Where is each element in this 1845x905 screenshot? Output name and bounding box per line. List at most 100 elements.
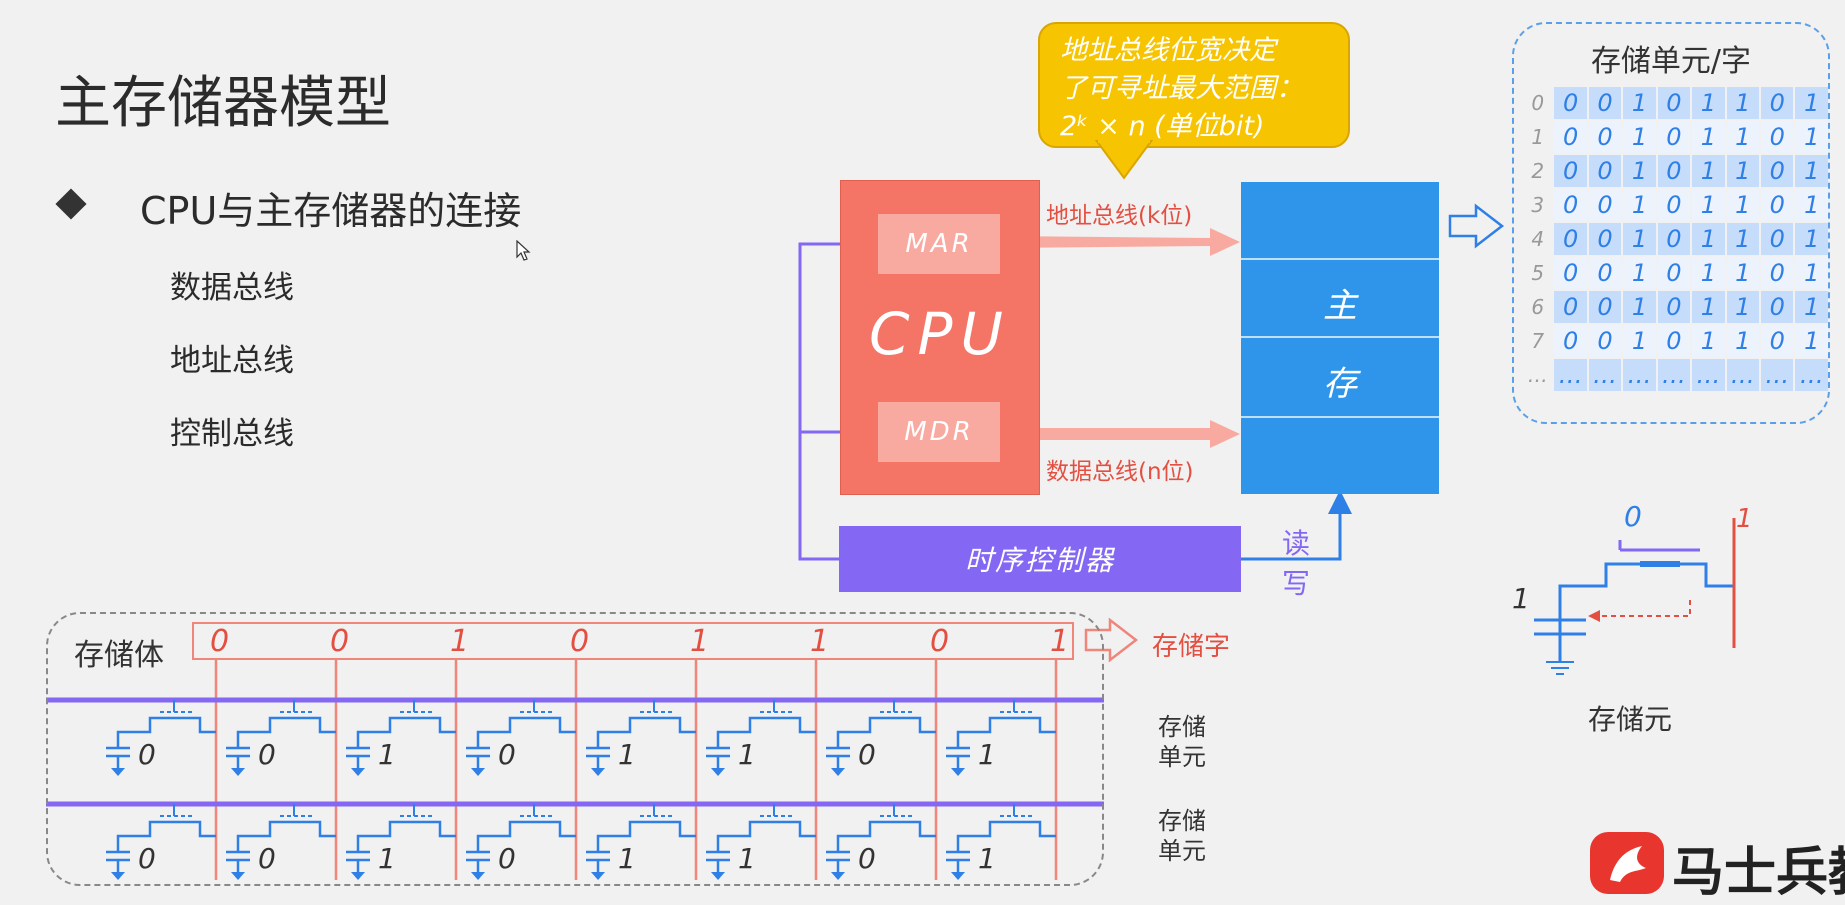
callout-line: 地址总线位宽决定: [1060, 35, 1276, 66]
memory-divider: [1241, 258, 1439, 260]
storage-cell: [946, 804, 1056, 880]
bit-cell: 0: [1761, 291, 1794, 323]
storage-cell: [226, 700, 336, 776]
bit-cell: 0: [1588, 155, 1622, 187]
bit-cell: 0: [1657, 257, 1691, 289]
subitem-data-bus: 数据总线: [170, 270, 294, 306]
cell-value: 1: [378, 738, 396, 771]
mouse-cursor-icon: [516, 240, 531, 261]
bit-cell: 0: [1588, 291, 1622, 323]
element-bit-one-black: 1: [1512, 582, 1530, 615]
address-bus-arrow: [1000, 228, 1240, 256]
logo-text: 马士兵教: [1672, 843, 1845, 903]
bit-cell: 0: [1761, 189, 1794, 221]
storage-cell: [826, 804, 936, 880]
bit-cell: 0: [1554, 257, 1587, 289]
subitem-control-bus: 控制总线: [170, 416, 294, 452]
bit-cell: 1: [1692, 291, 1725, 323]
bit-cell: 0: [1588, 325, 1622, 357]
logo-icon: [1590, 832, 1664, 894]
bit-cell: 0: [1657, 87, 1691, 119]
bit-cell: 1: [1795, 87, 1828, 119]
storage-cell: [226, 804, 336, 880]
cell-value: 0: [258, 842, 276, 875]
data-bus-arrow: [1000, 420, 1240, 448]
bit-cell: 1: [1692, 87, 1725, 119]
storage-cell: [826, 700, 936, 776]
storage-cell: [466, 700, 576, 776]
bullet-heading: CPU与主存储器的连接: [140, 189, 522, 233]
timing-controller: 时序控制器: [839, 526, 1241, 592]
storage-cell: [946, 700, 1056, 776]
mar-register: MAR: [878, 214, 1000, 274]
bit-cell: 1: [1692, 325, 1725, 357]
bit-cell: …: [1588, 359, 1622, 391]
bit-cell: 0: [1588, 189, 1622, 221]
cell-value: 0: [138, 842, 156, 875]
cell-value: 0: [138, 738, 156, 771]
address-bus-label: 地址总线(k位): [1046, 203, 1193, 229]
bit-cell: 1: [1623, 121, 1656, 153]
callout-line: 2ᵏ × n (单位bit): [1060, 111, 1265, 142]
bit-cell: 0: [1761, 223, 1794, 255]
bit-cell: 0: [1761, 325, 1794, 357]
bit-cell: 1: [1726, 155, 1759, 187]
cell-value: 0: [498, 738, 516, 771]
bit-cell: 0: [1657, 189, 1691, 221]
cell-value: 1: [978, 842, 996, 875]
storage-element-caption: 存储元: [1588, 703, 1673, 736]
bit-cell: …: [1623, 359, 1656, 391]
storage-unit-panel: [1512, 22, 1830, 424]
bit-cell: 0: [1657, 325, 1691, 357]
bit-cell: 0: [1554, 325, 1587, 357]
word-bit: 0: [930, 624, 950, 659]
bit-cell: 1: [1726, 87, 1759, 119]
bit-cell: 0: [1588, 257, 1622, 289]
cell-value: 0: [858, 738, 876, 771]
bit-cell: 0: [1554, 223, 1587, 255]
bit-cell: 0: [1761, 155, 1794, 187]
unit-label-line: 存储: [1158, 807, 1206, 835]
word-bit: 1: [450, 624, 470, 659]
row-index: 2: [1531, 159, 1545, 183]
cpu-label: CPU: [869, 300, 1011, 368]
storage-body-grid: [46, 660, 1104, 880]
bit-cell: 0: [1554, 189, 1587, 221]
bit-cell: 1: [1726, 291, 1759, 323]
bit-cell: 0: [1761, 121, 1794, 153]
storage-cell: [346, 804, 456, 880]
word-bit: 0: [330, 624, 350, 659]
row-index: 6: [1531, 295, 1545, 319]
bit-cell: 0: [1761, 257, 1794, 289]
storage-body-panel: [46, 612, 1104, 886]
bit-cell: 0: [1657, 121, 1691, 153]
mdr-register: MDR: [878, 402, 1000, 462]
bit-cell: 1: [1623, 155, 1656, 187]
row-index: 7: [1531, 329, 1545, 353]
bit-cell: 0: [1761, 87, 1794, 119]
slide-title: 主存储器模型: [55, 71, 391, 136]
bit-cell: 1: [1726, 189, 1759, 221]
bit-cell: 1: [1795, 325, 1828, 357]
storage-element-circuit: [1534, 518, 1736, 675]
word-bit: 1: [690, 624, 710, 659]
bit-cell: 1: [1795, 189, 1828, 221]
bit-cell: 1: [1623, 189, 1656, 221]
row-index: 3: [1531, 193, 1545, 217]
bit-cell: 1: [1692, 223, 1725, 255]
expand-arrow-icon: [1448, 203, 1505, 249]
table-row: ………………………: [1523, 359, 1828, 391]
row-index: 5: [1531, 261, 1545, 285]
storage-unit-title: 存储单元/字: [1590, 44, 1752, 79]
bit-cell: 1: [1795, 291, 1828, 323]
element-bit-one-red: 1: [1736, 504, 1753, 534]
bit-cell: 0: [1657, 223, 1691, 255]
bit-cell: …: [1795, 359, 1828, 391]
storage-cell: [346, 700, 456, 776]
unit-label-line: 存储: [1158, 713, 1206, 741]
subitem-address-bus: 地址总线: [170, 343, 294, 379]
